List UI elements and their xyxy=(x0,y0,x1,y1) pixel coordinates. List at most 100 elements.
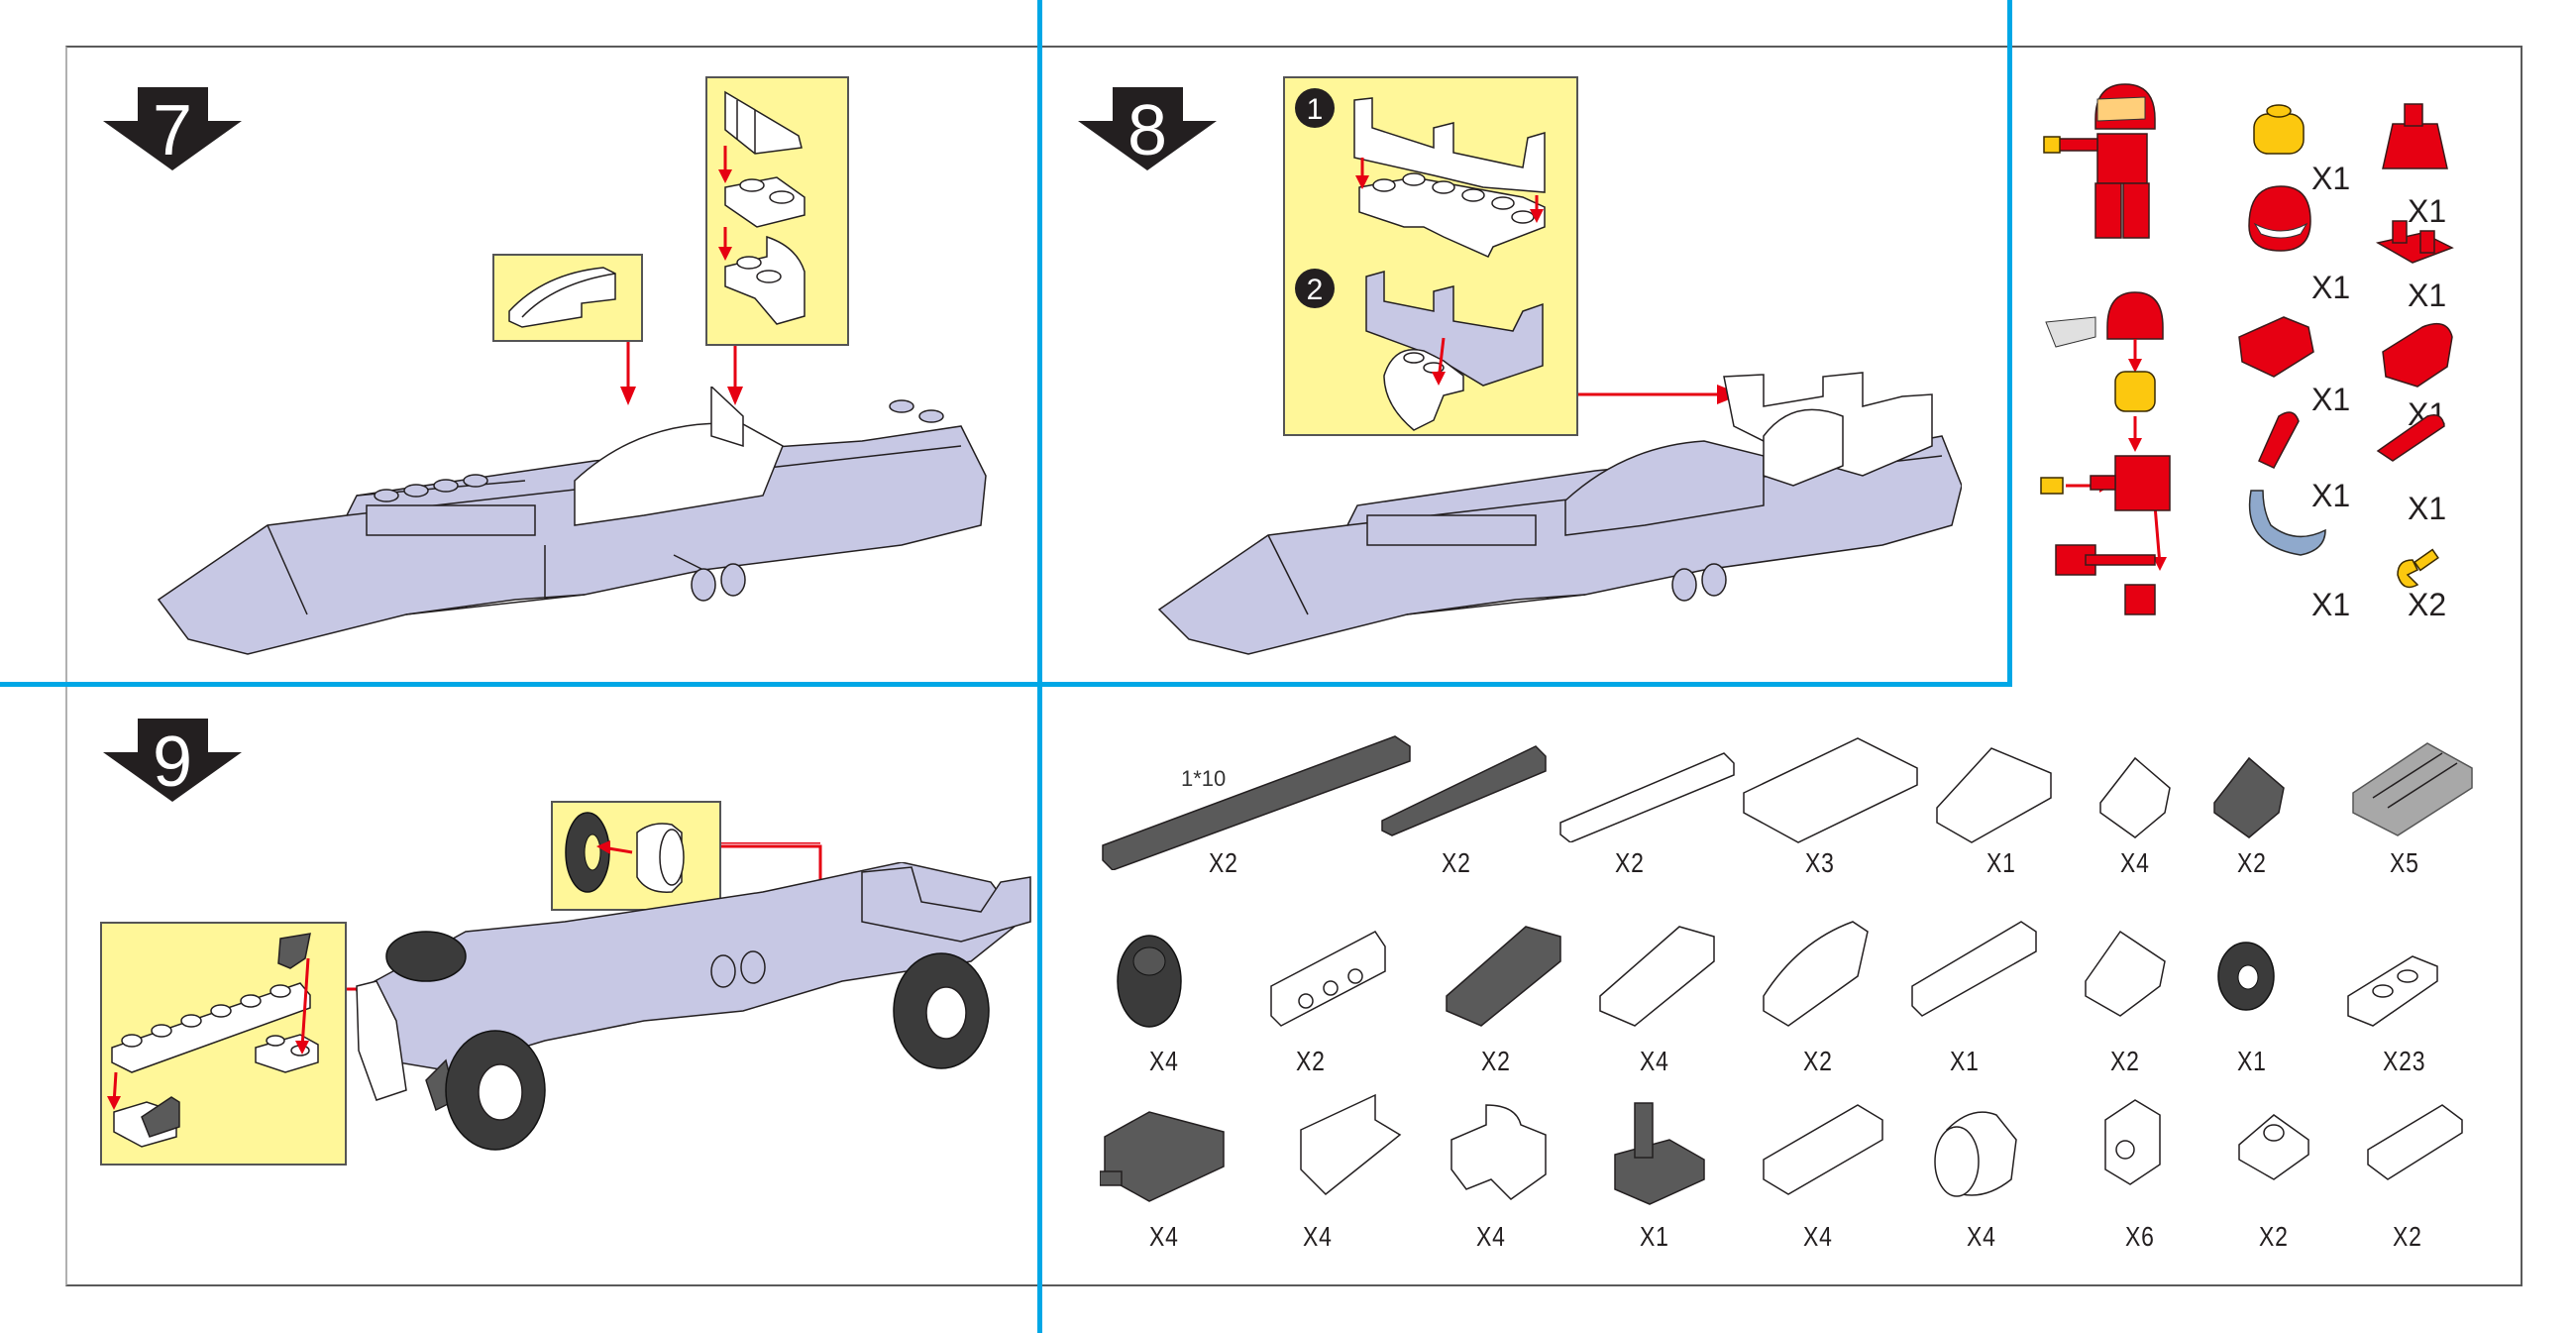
part-plate-1x2-white xyxy=(2347,955,2438,1027)
qty-plate-bracket-1x4: X2 xyxy=(1296,1046,1326,1076)
qty-left-arm: X1 xyxy=(2311,478,2351,513)
part-plate-1x6-white xyxy=(1559,752,1735,842)
minifigure-assembly-diagram xyxy=(2040,83,2171,615)
part-slope-2x2-white xyxy=(1936,747,2052,843)
step7-callout-curved-slope xyxy=(492,254,643,342)
minifig-visor-part xyxy=(2248,490,2326,556)
qty-panel-1x2: X4 xyxy=(1303,1221,1333,1252)
qty-curved-slope-1x3: X2 xyxy=(1803,1046,1833,1076)
qty-helmet: X1 xyxy=(2311,270,2351,305)
part-plate-1x6-dark xyxy=(1381,745,1547,836)
step9-callout-front-wing xyxy=(100,922,347,1166)
down-arrow-icon xyxy=(1078,87,1217,170)
minifig-right-leg-part xyxy=(2382,322,2453,388)
minifig-head-part xyxy=(2253,104,2305,155)
substep-1-marker: 1 xyxy=(1307,93,1324,126)
qty-slope-1x3-white: X4 xyxy=(1640,1046,1669,1076)
tire-and-rim-icon xyxy=(565,812,685,893)
part-plate-2x4-white xyxy=(1743,737,1918,843)
minifig-hand-part xyxy=(2397,548,2439,589)
part-lever-base-dark xyxy=(1614,1102,1705,1205)
part-slope-1x3-dark xyxy=(1446,926,1561,1027)
minifig-left-leg-part xyxy=(2238,316,2314,378)
qty-plate-1x4-white: X1 xyxy=(1950,1046,1980,1076)
minifig-hips-part xyxy=(2375,220,2454,264)
stack-parts-icon xyxy=(718,90,805,325)
step9-callout-wheel xyxy=(551,801,721,911)
rear-wing-subassembly-icon: 1 2 xyxy=(1295,88,1546,431)
step7-callout-stack xyxy=(705,76,849,346)
qty-lever-base-dark: X1 xyxy=(1640,1221,1669,1252)
step-7-marker: 7 xyxy=(103,87,242,170)
down-arrow-icon xyxy=(103,719,242,802)
qty-left-leg: X1 xyxy=(2311,382,2351,417)
step8-box-bottom xyxy=(1037,682,2012,687)
part-tile-curved-white xyxy=(2099,756,2171,838)
part-plate-1x3-white xyxy=(1763,1104,1883,1195)
divider-vertical xyxy=(1037,0,1042,1333)
page-frame xyxy=(65,46,2522,1286)
part-plate-1x10-dark xyxy=(1102,735,1411,870)
qty-head: X1 xyxy=(2311,161,2351,196)
qty-plate-2x4-white: X3 xyxy=(1805,847,1835,878)
step7-car-build xyxy=(157,387,987,655)
qty-tire: X4 xyxy=(1149,1046,1179,1076)
qty-curved-brick-2x2: X4 xyxy=(1476,1221,1506,1252)
part-steering-wheel xyxy=(2217,942,2275,1011)
qty-grille-plate-gray: X5 xyxy=(2390,847,2419,878)
qty-slope-2x2-white: X1 xyxy=(1986,847,2016,878)
step9-car-build xyxy=(356,862,1031,1151)
step-9-marker: 9 xyxy=(103,719,242,802)
qty-plate-1x2-white: X23 xyxy=(2383,1046,2426,1076)
part-tile-curved-dark xyxy=(2213,756,2285,838)
part-plate-bracket-1x4 xyxy=(1270,931,1386,1027)
qty-tile-printed: X2 xyxy=(2110,1046,2140,1076)
part-brick-1x1-side-stud xyxy=(2104,1099,2161,1185)
qty-plate-1x1-white: X2 xyxy=(2259,1221,2289,1252)
qty-visor: X1 xyxy=(2311,587,2351,622)
part-curved-slope-1x3 xyxy=(1763,921,1869,1027)
qty-hand: X2 xyxy=(2408,587,2447,622)
step-8-marker: 8 xyxy=(1078,87,1217,170)
qty-brick-1x1-side-stud: X6 xyxy=(2125,1221,2155,1252)
down-arrow-icon xyxy=(103,87,242,170)
part-plate-1x4-white xyxy=(1911,921,2037,1017)
step8-box-right xyxy=(2007,0,2012,687)
minifig-right-arm-part xyxy=(2376,414,2445,462)
part-plate-1x1-white xyxy=(2238,1114,2309,1180)
qty-tile-curved-dark: X2 xyxy=(2237,847,2267,878)
qty-steering-wheel: X1 xyxy=(2237,1046,2267,1076)
step-number: 8 xyxy=(1127,91,1168,170)
qty-right-arm: X1 xyxy=(2408,491,2447,526)
part-tile-printed xyxy=(2085,930,2166,1017)
step8-car-build xyxy=(1157,372,1962,655)
part-plate-2x2-pin-dark xyxy=(1100,1111,1225,1202)
substep-2-marker: 2 xyxy=(1307,274,1324,306)
qty-wheel-rim: X4 xyxy=(1967,1221,1996,1252)
qty-torso: X1 xyxy=(2408,193,2447,229)
front-wing-parts-icon xyxy=(107,933,319,1148)
qty-tile-curved-white: X4 xyxy=(2120,847,2150,878)
part-tire xyxy=(1117,935,1182,1028)
step7-red-arrows xyxy=(620,342,743,405)
qty-plate-1x6-white: X2 xyxy=(1615,847,1645,878)
part-panel-1x2 xyxy=(1300,1093,1402,1196)
part-tile-1x2-white xyxy=(2367,1104,2463,1180)
qty-plate-2x2-pin-dark: X4 xyxy=(1149,1221,1179,1252)
divider-horizontal-left xyxy=(0,682,1042,687)
part-wheel-rim xyxy=(1934,1111,2017,1197)
step-number: 7 xyxy=(152,91,193,170)
part-slope-1x3-white xyxy=(1599,926,1715,1027)
qty-slope-1x3-dark: X2 xyxy=(1481,1046,1511,1076)
qty-plate-1x3-white: X4 xyxy=(1803,1221,1833,1252)
qty-plate-1x10-dark: X2 xyxy=(1209,847,1238,878)
step-number: 9 xyxy=(152,722,193,802)
part-curved-brick-2x2 xyxy=(1450,1104,1547,1200)
minifig-left-arm-part xyxy=(2258,411,2300,469)
plate-size-label: 1*10 xyxy=(1181,766,1227,791)
minifig-helmet-part xyxy=(2248,185,2311,252)
qty-plate-1x6-dark: X2 xyxy=(1442,847,1471,878)
qty-tile-1x2-white: X2 xyxy=(2393,1221,2422,1252)
minifig-torso-part xyxy=(2382,103,2448,169)
qty-hips: X1 xyxy=(2408,278,2447,313)
